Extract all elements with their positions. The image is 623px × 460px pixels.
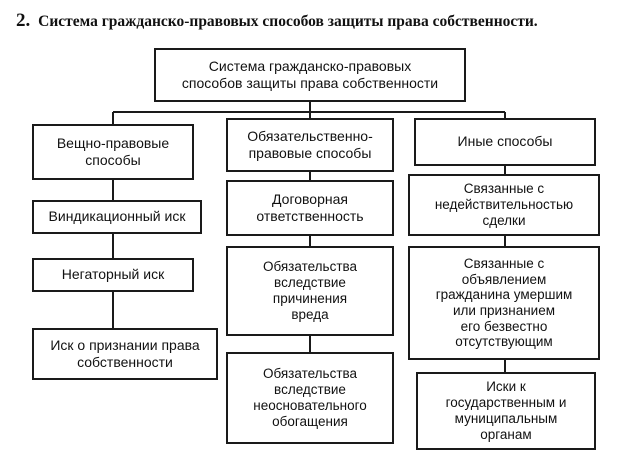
column-3-item-2-label: Связанные с объявлением гражданина умерш…	[435, 256, 573, 350]
column-2-item-2-label: Обязательства вследствие причинения вред…	[262, 258, 358, 323]
column-1-item-1-box: Виндикационный иск	[32, 200, 202, 234]
column-1-item-3-box: Иск о признании права собственности	[32, 328, 218, 380]
column-2-item-1-label: Договорная ответственность	[256, 190, 364, 225]
column-3-item-3-box: Иски к государственным и муниципальным о…	[416, 372, 596, 450]
column-1-item-3-label: Иск о признании права собственности	[50, 336, 200, 371]
heading-number: 2.	[16, 10, 31, 31]
column-1-title-box: Вещно-правовые способы	[32, 124, 194, 180]
column-3-title: Иные способы	[457, 133, 553, 150]
column-3-item-2-box: Связанные с объявлением гражданина умерш…	[408, 246, 600, 360]
column-3-item-1-box: Связанные с недействительностью сделки	[408, 174, 600, 236]
root-label: Система гражданско-правовых способов защ…	[181, 57, 439, 92]
heading-text: Система гражданско-правовых способов защ…	[38, 13, 538, 30]
diagram-heading: 2. Система гражданско-правовых способов …	[16, 10, 616, 32]
column-2-item-2-box: Обязательства вследствие причинения вред…	[226, 246, 394, 336]
column-3-item-3-label: Иски к государственным и муниципальным о…	[445, 378, 567, 443]
root-box: Система гражданско-правовых способов защ…	[154, 48, 466, 102]
column-1-item-1-label: Виндикационный иск	[48, 208, 186, 225]
column-2-item-3-box: Обязательства вследствие неосновательног…	[226, 352, 394, 444]
column-2-title-box: Обязательственно- правовые способы	[226, 118, 394, 172]
column-2-title: Обязательственно- правовые способы	[247, 127, 373, 162]
column-2-item-1-box: Договорная ответственность	[226, 180, 394, 236]
column-1-item-2-label: Негаторный иск	[61, 266, 165, 283]
column-1-title: Вещно-правовые способы	[56, 134, 170, 169]
column-2-item-3-label: Обязательства вследствие неосновательног…	[253, 365, 367, 430]
column-1-item-2-box: Негаторный иск	[32, 258, 194, 292]
column-3-title-box: Иные способы	[414, 118, 596, 166]
column-3-item-1-label: Связанные с недействительностью сделки	[434, 180, 574, 229]
